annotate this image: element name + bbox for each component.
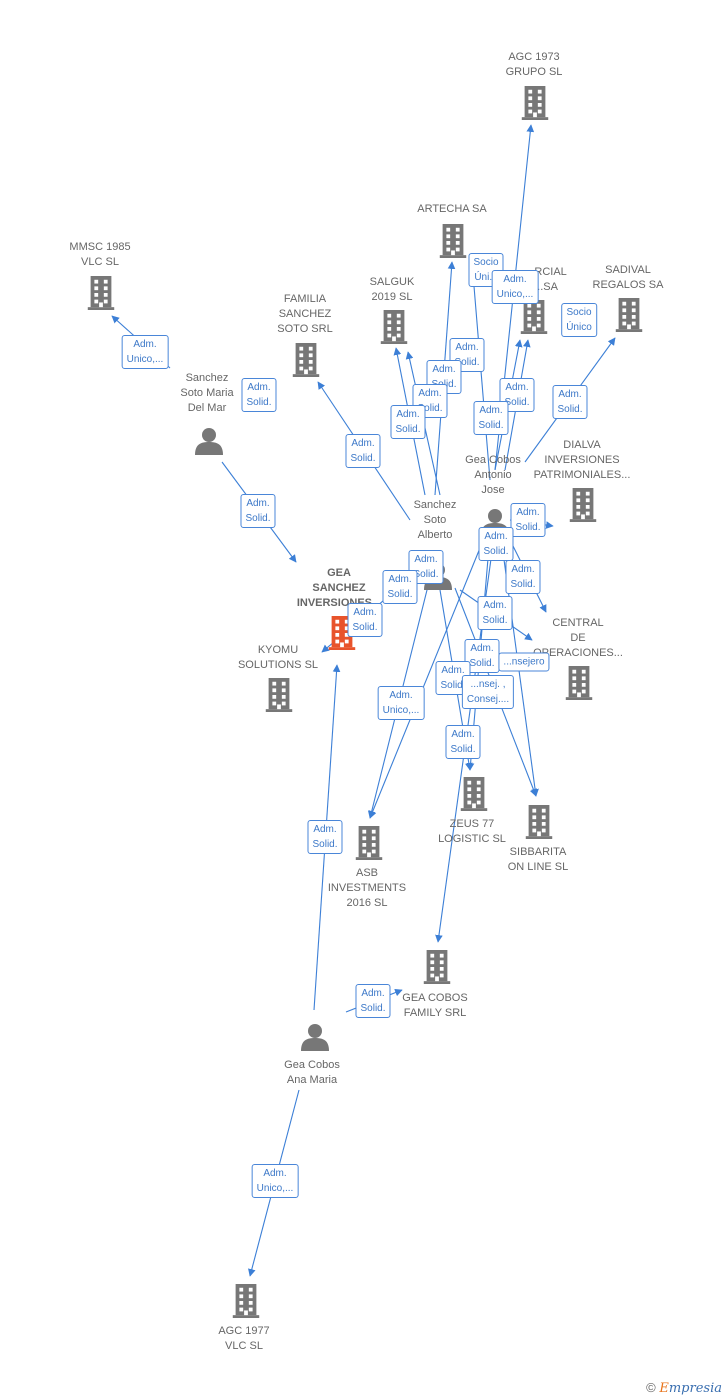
building-icon[interactable] — [460, 777, 488, 811]
building-icon[interactable] — [521, 86, 549, 120]
edge-label[interactable]: Adm. Solid. — [347, 603, 383, 637]
node-label-kyomu[interactable]: KYOMU SOLUTIONS SL — [237, 644, 319, 671]
building-icon[interactable] — [439, 224, 467, 258]
edge-label[interactable]: ...nsejero — [498, 652, 550, 672]
building-icon[interactable] — [87, 276, 115, 310]
node-label-central[interactable]: CENTRAL DE OPERACIONES... — [533, 617, 623, 659]
edge-label[interactable]: Adm. Solid. — [445, 725, 481, 759]
edge-label[interactable]: Adm. Solid. — [510, 503, 546, 537]
edge-label[interactable]: Adm. Solid. — [477, 596, 513, 630]
node-label-sadival[interactable]: SADIVAL REGALOS SA — [592, 264, 664, 291]
node-label-sibbarita[interactable]: SIBBARITA ON LINE SL — [507, 846, 569, 873]
node-label-salguk[interactable]: SALGUK 2019 SL — [369, 276, 415, 303]
edge-label[interactable]: Adm. Solid. — [390, 405, 426, 439]
edge-label[interactable]: Adm. Solid. — [355, 984, 391, 1018]
edge-label[interactable]: Adm. Unico,... — [251, 1164, 299, 1198]
node-label-artecha[interactable]: ARTECHA SA — [417, 203, 487, 215]
building-icon[interactable] — [265, 678, 293, 712]
edge-label[interactable]: Adm. Solid. — [307, 820, 343, 854]
edge-label[interactable]: Adm. Solid. — [478, 527, 514, 561]
node-label-sanchez-alberto[interactable]: Sanchez Soto Alberto — [413, 499, 457, 541]
edge — [369, 547, 481, 819]
node-label-sanchez-maria[interactable]: Sanchez Soto Maria Del Mar — [180, 372, 234, 414]
edge-label[interactable]: Adm. Solid. — [240, 494, 276, 528]
building-icon[interactable] — [615, 298, 643, 332]
building-icon[interactable] — [380, 310, 408, 344]
building-icon[interactable] — [232, 1284, 260, 1318]
node-label-zeus[interactable]: ZEUS 77 LOGISTIC SL — [438, 818, 506, 845]
edge-label[interactable]: Adm. Solid. — [241, 378, 277, 412]
edge-label[interactable]: Adm. Solid. — [382, 570, 418, 604]
edge-label[interactable]: Socio Único — [561, 303, 597, 337]
node-label-gea-sanchez[interactable]: GEA SANCHEZ INVERSIONES... — [296, 567, 382, 609]
building-icon[interactable] — [292, 343, 320, 377]
person-icon[interactable] — [195, 428, 223, 455]
node-label-gea-family[interactable]: GEA COBOS FAMILY SRL — [402, 992, 468, 1019]
edge-label[interactable]: Adm. Solid. — [499, 378, 535, 412]
edge-label[interactable]: Adm. Unico,... — [377, 686, 425, 720]
node-label-dialva[interactable]: DIALVA INVERSIONES PATRIMONIALES... — [533, 439, 631, 481]
building-icon[interactable] — [423, 950, 451, 984]
edge-label[interactable]: Adm. Solid. — [345, 434, 381, 468]
edge-label[interactable]: Adm. Unico,... — [121, 335, 169, 369]
brand-watermark: © Empresia — [646, 1380, 722, 1396]
node-label-asb[interactable]: ASB INVESTMENTS 2016 SL — [327, 867, 407, 909]
edge-label[interactable]: Adm. Solid. — [505, 560, 541, 594]
copyright-icon: © — [646, 1380, 656, 1395]
node-label-agc1977[interactable]: AGC 1977 VLC SL — [218, 1325, 270, 1352]
building-icon[interactable] — [520, 300, 548, 334]
brand-logo-text: mpresia — [668, 1381, 722, 1396]
building-icon[interactable] — [565, 666, 593, 700]
brand-logo-initial: E — [659, 1381, 669, 1396]
node-label-agc1973[interactable]: AGC 1973 GRUPO SL — [505, 51, 563, 78]
person-icon[interactable] — [301, 1024, 329, 1051]
edge-label[interactable]: Adm. Solid. — [552, 385, 588, 419]
node-label-mmsc[interactable]: MMSC 1985 VLC SL — [69, 241, 131, 268]
edge-label[interactable]: ...nsej. , Consej.... — [461, 675, 515, 709]
building-icon[interactable] — [569, 488, 597, 522]
building-icon[interactable] — [355, 826, 383, 860]
node-label-gea-ana[interactable]: Gea Cobos Ana Maria — [284, 1059, 340, 1086]
node-label-familia[interactable]: FAMILIA SANCHEZ SOTO SRL — [277, 293, 333, 335]
edge-label[interactable]: Adm. Solid. — [473, 401, 509, 435]
node-label-gea-antonio[interactable]: Gea Cobos Antonio Jose — [465, 454, 521, 496]
edge-label[interactable]: Adm. Unico,... — [491, 270, 539, 304]
